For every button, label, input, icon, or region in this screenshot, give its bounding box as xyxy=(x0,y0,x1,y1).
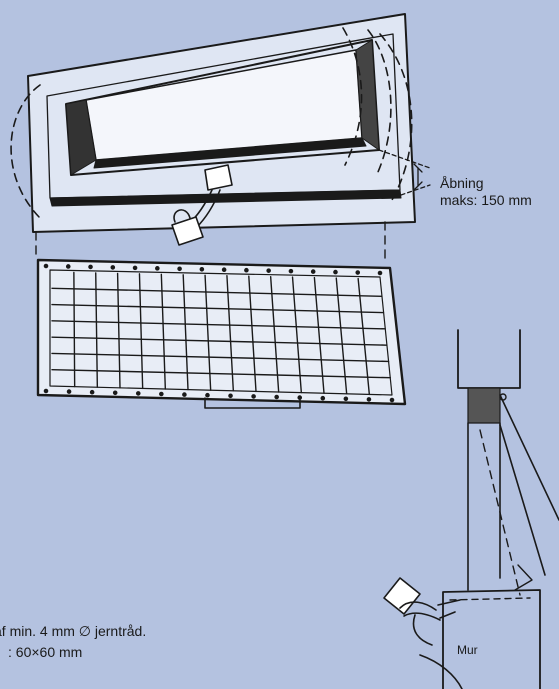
wall-section xyxy=(442,329,559,689)
grille-rivet xyxy=(288,268,294,274)
grille-rivet xyxy=(66,389,72,394)
grille-bar-vertical xyxy=(204,274,212,391)
grille-bar-vertical xyxy=(182,274,189,391)
grille-rivet xyxy=(228,393,233,399)
grille-bar-vertical xyxy=(335,277,348,395)
grille-rivet xyxy=(112,390,118,396)
grille-bar-vertical xyxy=(248,275,257,393)
grille-rivet xyxy=(135,391,141,396)
grille-rivet xyxy=(389,397,395,403)
grille-bar-horizontal xyxy=(51,287,383,297)
grille-bar-horizontal xyxy=(51,352,390,363)
grille-rivet xyxy=(266,268,271,273)
wall-label: Mur xyxy=(457,643,478,657)
grille-rivet xyxy=(65,264,71,269)
grille-rivet xyxy=(251,394,256,399)
security-grille xyxy=(36,258,407,409)
grille-rivet xyxy=(159,391,164,397)
grille-rivet xyxy=(177,266,182,272)
grille-rivet xyxy=(221,267,227,273)
grille-rivet xyxy=(89,389,95,395)
alignment-lines xyxy=(35,221,386,263)
grille-rivet xyxy=(88,264,93,270)
grille-bar-vertical xyxy=(313,276,325,394)
opening-label: Åbning maks: 150 mm xyxy=(440,175,532,209)
grille-rivet xyxy=(320,395,326,401)
grille-rivet xyxy=(343,396,349,402)
grille-bar-vertical xyxy=(226,275,235,392)
grille-bar-horizontal xyxy=(51,320,386,330)
mesh-size-note: : 60×60 mm xyxy=(8,644,83,660)
wire-note: af min. 4 mm ∅ jerntråd. xyxy=(0,623,147,639)
opening-label-line1: Åbning xyxy=(440,175,484,191)
grille-bar-vertical xyxy=(73,271,76,388)
opening-label-line2: maks: 150 mm xyxy=(440,192,532,208)
grille-bar-horizontal xyxy=(51,303,385,314)
grille-rivet xyxy=(244,267,249,273)
grille-rivet xyxy=(297,395,303,400)
swing-arcs xyxy=(10,27,413,219)
opening-dimension xyxy=(378,149,431,196)
grille-rivet xyxy=(205,392,210,398)
grille-bar-vertical xyxy=(95,272,99,388)
grille-bar-horizontal xyxy=(51,336,388,346)
grille-rivet xyxy=(199,266,205,272)
grille-bar-vertical xyxy=(116,272,121,389)
grille-rivet xyxy=(366,397,372,402)
grille-bar-vertical xyxy=(138,273,144,390)
grille-rivet xyxy=(155,266,160,271)
grille-rivet xyxy=(110,265,116,270)
grille-bar-horizontal xyxy=(51,369,391,379)
grille-bar-vertical xyxy=(291,276,303,394)
grille-bar-vertical xyxy=(160,273,167,390)
grille-bar-vertical xyxy=(269,275,280,393)
padlock-icon xyxy=(171,164,233,246)
grille-rivet xyxy=(377,270,383,276)
side-padlock-icon xyxy=(383,577,463,689)
grille-rivet xyxy=(43,263,49,269)
grille-bar-vertical xyxy=(357,277,371,396)
grille-rivet xyxy=(310,269,316,274)
grille-rivet xyxy=(43,388,49,394)
window-sash xyxy=(49,39,402,207)
grille-rivet xyxy=(355,270,361,275)
grille-rivet xyxy=(132,265,138,271)
grille-rivet xyxy=(182,392,187,397)
grille-rivet xyxy=(274,394,279,400)
grille-rivet xyxy=(333,269,338,275)
